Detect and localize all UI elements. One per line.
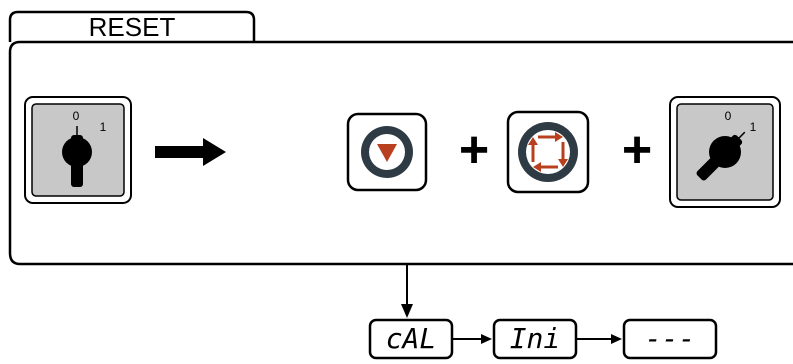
sequence-arrow-2	[576, 334, 622, 344]
switch-on-label-0: 0	[725, 109, 732, 123]
tab-title: RESET	[89, 12, 176, 42]
display-box-2: Ini	[492, 318, 578, 360]
switch-on-label-1: 1	[750, 120, 757, 134]
switch-off-label-1: 1	[100, 120, 107, 134]
cycle-button	[506, 110, 590, 194]
display-box-3: ---	[622, 318, 718, 360]
right-arrow-icon	[155, 138, 226, 166]
plus-sign-1: +	[459, 121, 489, 179]
plus-sign-2: +	[622, 121, 652, 179]
display-text-2: Ini	[510, 322, 561, 355]
down-connector-arrow	[401, 264, 413, 318]
switch-off-label-0: 0	[73, 109, 80, 123]
cycle-arrows-icon	[528, 132, 568, 172]
reset-panel-frame	[8, 10, 793, 266]
down-triangle-icon	[377, 144, 397, 162]
display-text-1: cAL	[386, 322, 437, 355]
down-button	[346, 112, 428, 192]
main-switch-off: 0 1	[24, 96, 132, 204]
sequence-arrow-1	[452, 334, 492, 344]
display-box-1: cAL	[368, 318, 454, 360]
main-switch-on: 0 1	[669, 96, 781, 208]
display-text-3: ---	[645, 322, 696, 355]
